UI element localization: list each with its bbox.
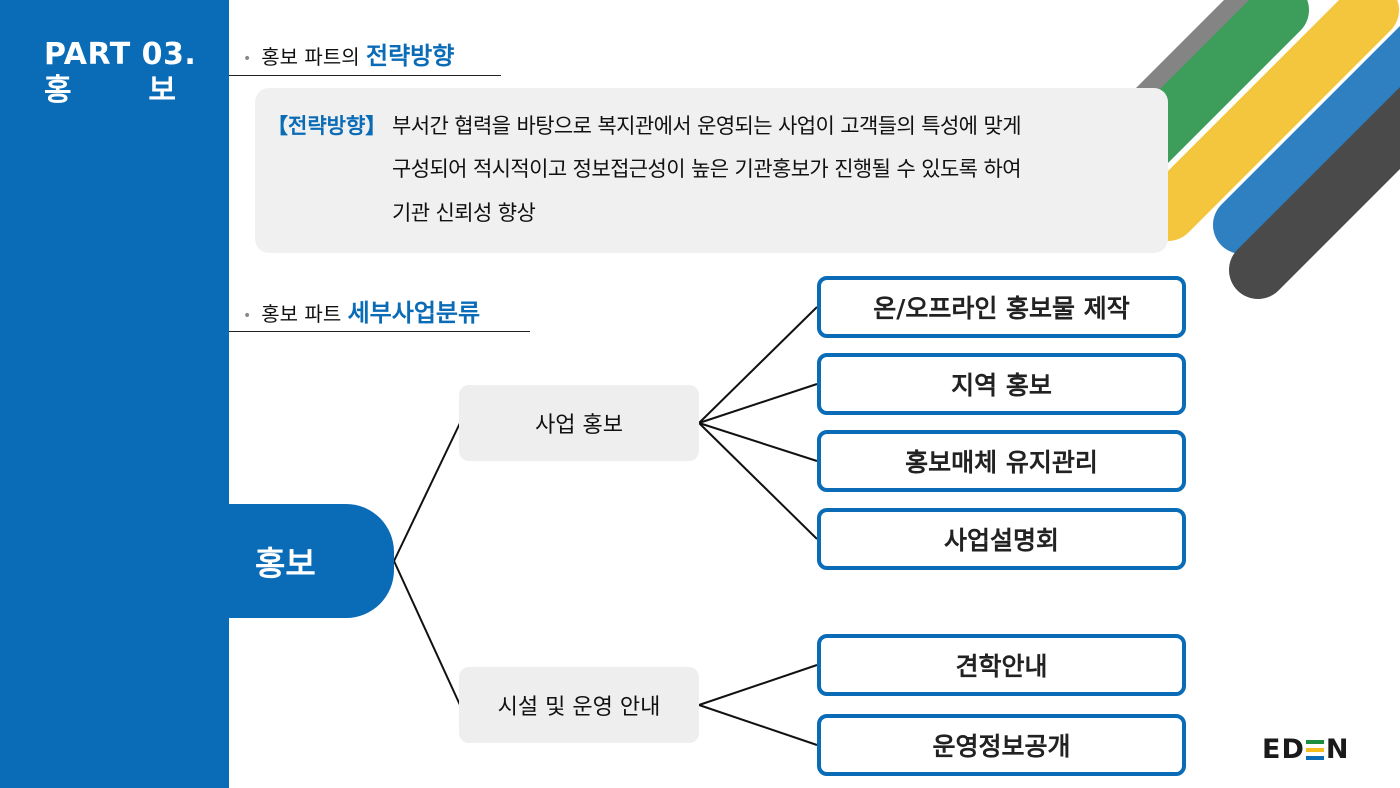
bullet-dot: • [243,50,252,67]
connector-root-branch-1 [393,422,461,562]
detail-heading-highlight: 세부사업분류 [347,299,481,327]
strategy-section-heading: • 홍보 파트의 전략방향 [243,42,454,73]
strategy-line-2: 구성되어 적시적이고 정보접근성이 높은 기관홍보가 진행될 수 있도록 하여 [392,157,1022,181]
leaf-node-media-maintenance: 홍보매체 유지관리 [817,430,1186,492]
strategy-heading-highlight: 전략방향 [365,42,455,70]
part-title-char-1: 홍 [44,73,72,108]
sidebar [0,0,229,788]
bullet-dot: • [243,307,252,324]
leaf-node-info-disclosure: 운영정보공개 [817,714,1186,776]
connector-branch-1-leaf-1 [698,306,818,424]
connector-branch-2-leaf-2 [698,704,818,746]
part-title: 홍 보 [44,74,176,108]
strategy-heading-prefix: 홍보 파트의 [261,45,360,69]
logo-text-left: ED [1262,734,1305,765]
leaf-node-promo-materials: 온/오프라인 홍보물 제작 [817,276,1186,338]
branch-node-facility-guide: 시설 및 운영 안내 [459,667,699,743]
detail-heading-prefix: 홍보 파트 [261,302,342,326]
branch-node-business-promotion: 사업 홍보 [459,385,699,461]
logo-stripes-icon [1305,739,1324,761]
strategy-tag: 【전략방향】 [267,114,387,138]
connector-branch-1-leaf-3 [698,422,818,462]
strategy-line-3: 기관 신뢰성 향상 [392,201,536,225]
connector-root-branch-2 [393,560,461,706]
connector-branch-1-leaf-2 [698,383,818,424]
leaf-node-local-promotion: 지역 홍보 [817,353,1186,415]
logo-text-right: N [1325,734,1350,765]
part-number: PART 03. [44,37,197,72]
strategy-line-1: 부서간 협력을 바탕으로 복지관에서 운영되는 사업이 고객들의 특성에 맞게 [392,114,1022,138]
leaf-node-business-briefing: 사업설명회 [817,508,1186,570]
detail-heading-underline [229,331,530,332]
detail-section-heading: • 홍보 파트 세부사업분류 [243,299,480,330]
connector-branch-2-leaf-1 [698,664,818,706]
tree-root-node: 홍보 [229,504,394,618]
strategy-box [255,88,1168,253]
leaf-node-tour-guide: 견학안내 [817,634,1186,696]
eden-logo: ED N [1262,734,1349,765]
connector-branch-1-leaf-4 [698,422,818,540]
part-title-char-2: 보 [148,73,176,108]
strategy-heading-underline [229,75,501,76]
